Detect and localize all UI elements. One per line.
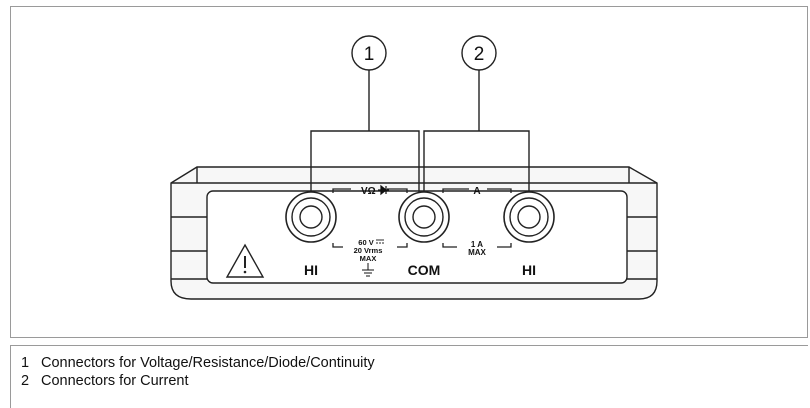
volt-rating-line-1: 60 V [358,238,373,247]
device-diagram: 1 2 [170,35,658,300]
jack-hi-current [503,191,555,243]
jack-2-label: COM [408,262,441,278]
legend-item-1-number: 1 [21,355,30,371]
jack-com [398,191,450,243]
current-rating-line-2: MAX [468,248,486,257]
jack-1-label: HI [304,262,318,278]
diode-symbol [378,184,389,196]
figure-frame: 1 2 [10,6,808,338]
legend-item-2-number: 2 [21,373,30,389]
jack-hi-voltage [285,191,337,243]
callout-2 [423,35,530,217]
callout-2-number: 2 [474,44,485,65]
dc-symbol [376,239,384,244]
volt-ohm-label: VΩ [361,186,376,197]
legend-frame: 1 Connectors for Voltage/Resistance/Diode… [10,345,808,408]
current-rating-line-1: 1 A [471,240,483,249]
connector-brackets [332,188,512,248]
legend-item-1: 1 Connectors for Voltage/Resistance/Diode… [21,355,375,371]
warning-icon [225,243,265,278]
volt-rating-line-3: MAX [360,254,377,263]
callout-1 [310,35,420,217]
volt-rating-line-2: 20 Vrms [354,246,383,255]
legend-item-2-text: Connectors for Current [41,373,189,389]
current-label: A [473,186,480,197]
jack-3-label: HI [522,262,536,278]
ground-icon [362,263,374,277]
legend-item-1-text: Connectors for Voltage/Resistance/Diode/… [41,355,375,371]
legend-item-2: 2 Connectors for Current [21,373,188,389]
callout-1-number: 1 [364,44,375,65]
